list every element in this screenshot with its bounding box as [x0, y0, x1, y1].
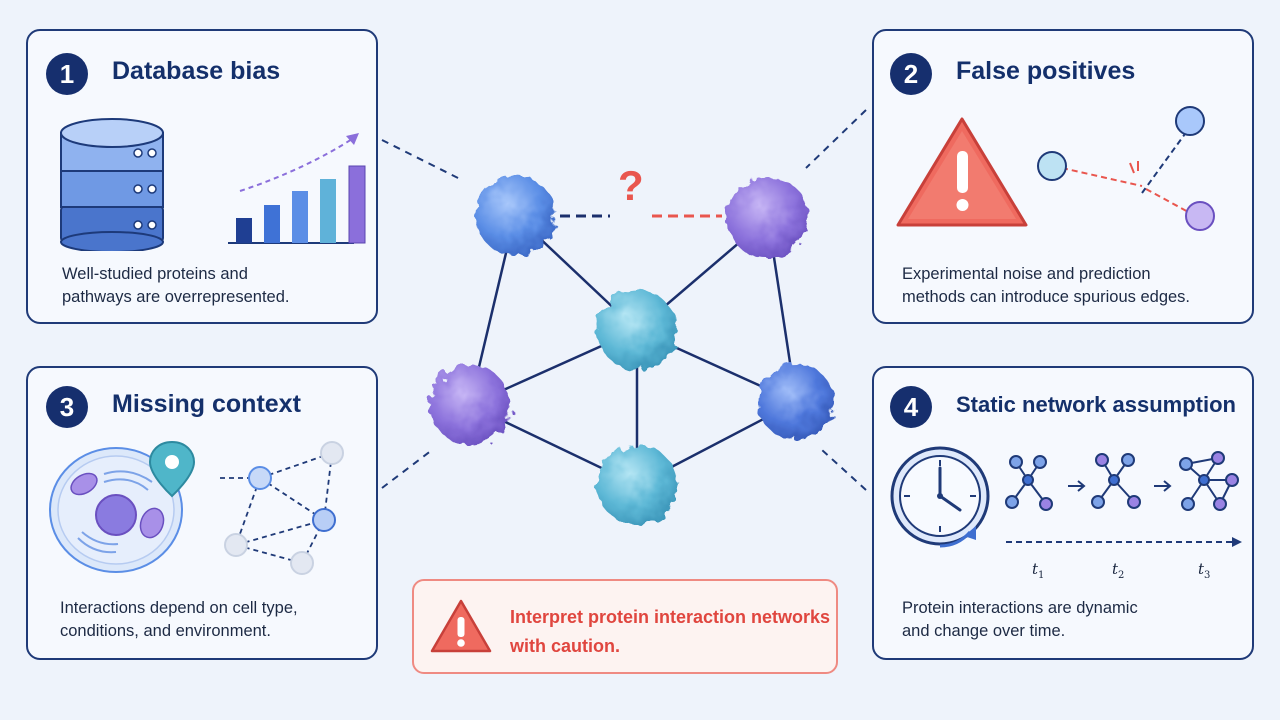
card-description: Interactions depend on cell type, condit…: [60, 599, 298, 640]
card-false-positives: 2 False positives Experimental noise and…: [872, 29, 1254, 324]
warning-icon: [430, 599, 492, 653]
card-title: Database bias: [112, 57, 281, 85]
database-bias-illustration: [60, 118, 366, 251]
protein-nodes: [430, 175, 834, 525]
arrow-icon: [1068, 480, 1086, 492]
network-snapshot-1: [1005, 455, 1053, 511]
spurious-edge-icon: [1037, 106, 1215, 231]
static-network-illustration: [890, 446, 1242, 548]
clock-icon: [890, 446, 990, 548]
card-number: 1: [46, 53, 88, 95]
bar-chart-icon: [228, 133, 366, 244]
card-description: Well-studied proteins and pathways are o…: [62, 265, 290, 306]
card-title: Static network assumption: [956, 392, 1236, 417]
missing-context-illustration: [49, 440, 344, 575]
database-icon: [60, 118, 164, 251]
card-title: False positives: [956, 57, 1136, 85]
card-number: 4: [890, 386, 932, 428]
question-mark: ?: [618, 162, 644, 209]
network-snapshot-3: [1179, 451, 1239, 511]
false-positives-illustration: [896, 106, 1215, 231]
card-title: Missing context: [112, 390, 301, 418]
time-label-t3: t3: [1198, 560, 1211, 581]
warning-triangle-icon: [896, 117, 1028, 227]
network-snapshot-2: [1091, 453, 1141, 509]
time-label-t1: t1: [1032, 560, 1045, 581]
card-static-network: 4 Static network assumption: [872, 366, 1254, 660]
cell-icon: [49, 447, 183, 573]
time-label-t2: t2: [1112, 560, 1125, 581]
card-missing-context: 3 Missing context: [26, 366, 378, 660]
card-description: Protein interactions are dynamic and cha…: [902, 599, 1138, 640]
arrow-icon: [1154, 480, 1172, 492]
location-pin-icon: [148, 440, 196, 498]
card-connectors: [381, 109, 867, 491]
card-number: 3: [46, 386, 88, 428]
timeline-arrow: [1006, 537, 1242, 547]
caution-banner: Interpret protein interaction networks w…: [412, 579, 838, 674]
faded-network-icon: [220, 441, 344, 575]
card-number: 2: [890, 53, 932, 95]
caution-text: Interpret protein interaction networks w…: [510, 607, 831, 656]
card-description: Experimental noise and prediction method…: [902, 265, 1191, 306]
card-database-bias: 1 Database bias Well-studied prot: [26, 29, 378, 324]
